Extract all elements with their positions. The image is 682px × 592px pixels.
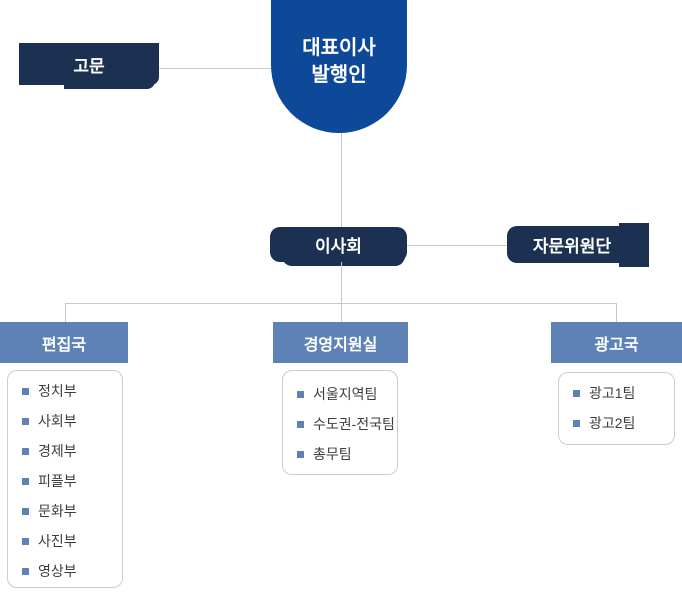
dept-header-advertising: 광고국 — [551, 322, 682, 363]
dept-list-management-support: 서울지역팀 수도권-전국팀 총무팀 — [282, 370, 398, 475]
team-label: 총무팀 — [313, 446, 352, 462]
dept-header-management-support: 경영지원실 — [273, 322, 408, 363]
advisory-committee-node: 자문위원단 — [507, 223, 649, 267]
advisor-node: 고문 — [19, 43, 159, 89]
connector-board-down — [341, 262, 342, 303]
team-label: 사진부 — [38, 533, 77, 549]
bullet-icon — [297, 420, 304, 428]
list-item: 총무팀 — [283, 439, 397, 469]
bullet-icon — [573, 419, 580, 427]
bullet-icon — [22, 567, 29, 575]
bullet-icon — [22, 387, 29, 395]
list-item: 피플부 — [8, 466, 122, 496]
dept-header-editorial-label: 편집국 — [41, 336, 87, 354]
connector-ceo-board — [341, 133, 342, 227]
team-label: 광고1팀 — [589, 385, 636, 401]
bullet-icon — [22, 417, 29, 425]
bullet-icon — [22, 447, 29, 455]
connector-drop-advertising — [616, 303, 617, 322]
team-label: 문화부 — [38, 503, 77, 519]
list-item: 수도권-전국팀 — [283, 409, 397, 439]
bullet-icon — [297, 450, 304, 458]
dept-list-editorial: 정치부 사회부 경제부 피플부 문화부 사진부 영상부 — [7, 370, 123, 588]
advisory-committee-label: 자문위원단 — [532, 237, 612, 256]
board-label: 이사회 — [315, 237, 362, 256]
dept-header-advertising-label: 광고국 — [594, 336, 639, 354]
bullet-icon — [297, 390, 304, 398]
connector-drop-management — [341, 303, 342, 322]
advisor-label: 고문 — [73, 56, 105, 76]
dept-header-editorial: 편집국 — [0, 322, 128, 363]
dept-header-management-support-label: 경영지원실 — [303, 336, 378, 354]
list-item: 광고1팀 — [559, 378, 674, 408]
list-item: 사진부 — [8, 526, 122, 556]
bullet-icon — [22, 507, 29, 515]
ceo-label-line2: 발행인 — [311, 63, 367, 86]
team-label: 광고2팀 — [589, 415, 636, 431]
team-label: 정치부 — [38, 383, 77, 399]
list-item: 경제부 — [8, 436, 122, 466]
team-label: 서울지역팀 — [313, 386, 378, 402]
dept-list-advertising: 광고1팀 광고2팀 — [558, 372, 675, 445]
list-item: 영상부 — [8, 556, 122, 586]
connector-drop-editorial — [65, 303, 66, 322]
list-item: 정치부 — [8, 376, 122, 406]
bullet-icon — [573, 389, 580, 397]
bullet-icon — [22, 477, 29, 485]
list-item: 사회부 — [8, 406, 122, 436]
ceo-node: 대표이사 발행인 — [271, 0, 407, 133]
team-label: 사회부 — [38, 413, 77, 429]
list-item: 문화부 — [8, 496, 122, 526]
connector-board-committee — [407, 245, 507, 246]
team-label: 영상부 — [38, 563, 77, 579]
team-label: 경제부 — [38, 443, 77, 459]
bullet-icon — [22, 537, 29, 545]
ceo-label-line1: 대표이사 — [302, 36, 376, 59]
board-node: 이사회 — [270, 227, 407, 266]
connector-advisor-ceo — [158, 68, 272, 69]
team-label: 수도권-전국팀 — [313, 416, 395, 432]
list-item: 광고2팀 — [559, 408, 674, 438]
team-label: 피플부 — [38, 473, 77, 489]
list-item: 서울지역팀 — [283, 379, 397, 409]
